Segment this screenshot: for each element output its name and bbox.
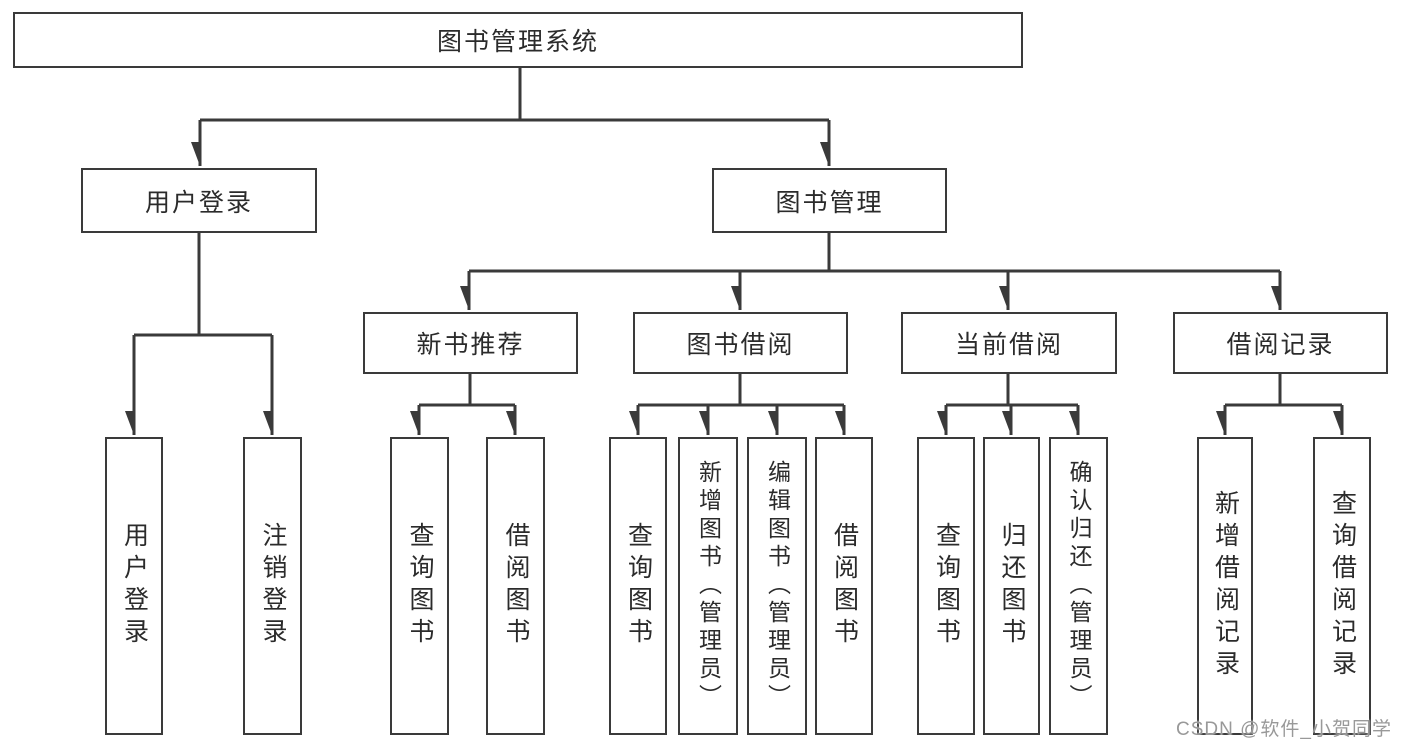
node-new-book-recommend: 新书推荐	[363, 312, 578, 374]
node-borrow-records: 借阅记录	[1173, 312, 1388, 374]
leaf-user-login-label: 用户登录	[120, 522, 149, 650]
leaf-query-books-current-label: 查询图书	[932, 522, 961, 650]
leaf-query-books-recommend: 查询图书	[390, 437, 449, 735]
node-book-management: 图书管理	[712, 168, 947, 233]
node-book-borrow-label: 图书借阅	[686, 331, 795, 359]
node-current-borrow-label: 当前借阅	[954, 331, 1063, 359]
leaf-edit-books-admin: 编辑图书（管理员）	[747, 437, 807, 735]
leaf-confirm-return-admin: 确认归还（管理员）	[1049, 437, 1108, 735]
node-book-borrow: 图书借阅	[633, 312, 848, 374]
leaf-query-books-current: 查询图书	[917, 437, 975, 735]
leaf-query-books-borrow-label: 查询图书	[624, 522, 653, 650]
node-user-login: 用户登录	[81, 168, 317, 233]
leaf-query-books-borrow: 查询图书	[609, 437, 667, 735]
leaf-logout-label: 注销登录	[259, 522, 287, 650]
leaf-add-borrow-record-label: 新增借阅记录	[1211, 490, 1240, 682]
node-book-management-label: 图书管理	[775, 188, 884, 217]
leaf-borrow-books-recommend: 借阅图书	[486, 437, 545, 735]
root-node-label: 图书管理系统	[436, 28, 599, 56]
leaf-borrow-books: 借阅图书	[815, 437, 873, 735]
leaf-query-borrow-record-label: 查询借阅记录	[1328, 490, 1357, 682]
csdn-watermark: CSDN @软件_小贺同学	[1176, 719, 1392, 740]
leaf-confirm-return-admin-label: 确认归还（管理员）	[1066, 460, 1092, 712]
node-new-book-recommend-label: 新书推荐	[416, 331, 525, 359]
leaf-borrow-books-recommend-label: 借阅图书	[502, 522, 530, 650]
leaf-add-books-admin: 新增图书（管理员）	[678, 437, 738, 735]
leaf-edit-books-admin-label: 编辑图书（管理员）	[764, 460, 791, 712]
node-borrow-records-label: 借阅记录	[1226, 331, 1335, 359]
leaf-query-books-recommend-label: 查询图书	[406, 522, 434, 650]
root-node-library-system: 图书管理系统	[13, 12, 1023, 68]
leaf-return-books-label: 归还图书	[998, 522, 1026, 650]
leaf-add-books-admin-label: 新增图书（管理员）	[695, 460, 722, 712]
leaf-borrow-books-label: 借阅图书	[830, 522, 859, 650]
node-current-borrow: 当前借阅	[901, 312, 1117, 374]
leaf-query-borrow-record: 查询借阅记录	[1313, 437, 1371, 735]
leaf-logout: 注销登录	[243, 437, 302, 735]
node-user-login-label: 用户登录	[144, 188, 253, 217]
leaf-add-borrow-record: 新增借阅记录	[1197, 437, 1253, 735]
leaf-return-books: 归还图书	[983, 437, 1040, 735]
leaf-user-login: 用户登录	[105, 437, 163, 735]
